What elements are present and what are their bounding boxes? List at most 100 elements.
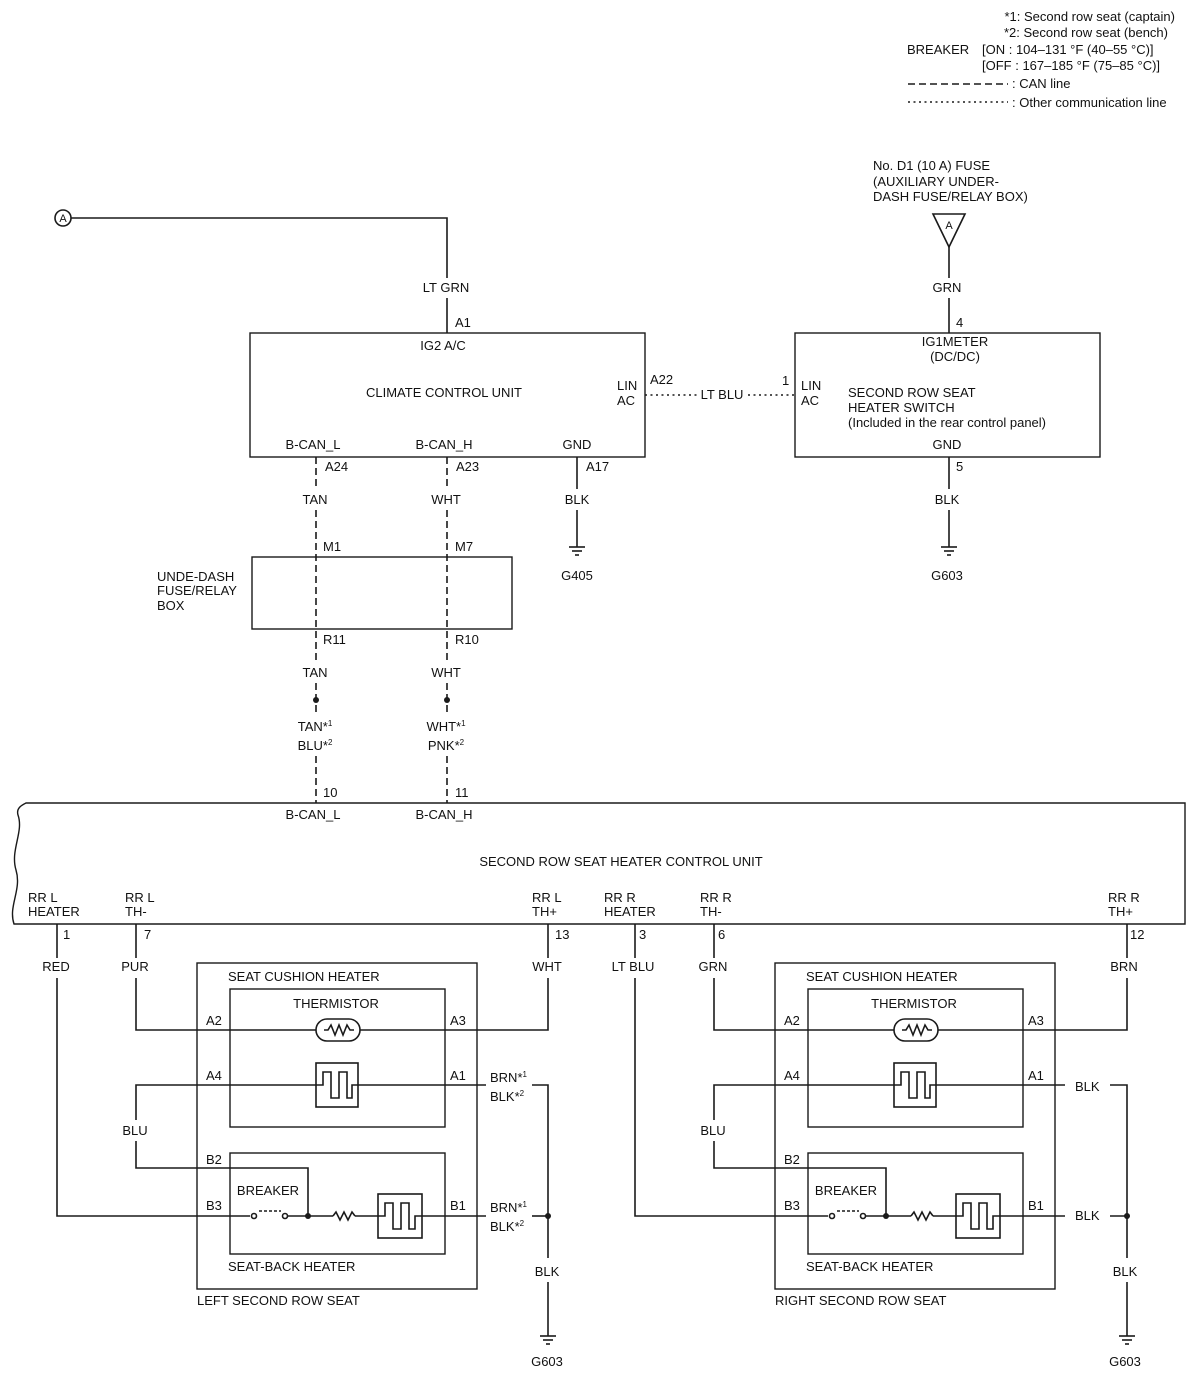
wire-color-label: PUR (121, 959, 148, 974)
left-pin-a4: A4 (206, 1068, 222, 1083)
right-seat: SEAT CUSHION HEATER THERMISTOR A2 A3 A4 … (634, 924, 1141, 1369)
right-cushion-heater-box (807, 988, 1024, 1128)
under-dash-box-line2: FUSE/RELAY (157, 583, 237, 598)
climate-ground-wire-label: BLK (565, 492, 590, 507)
left-thermistor-label: THERMISTOR (293, 996, 379, 1011)
terminal-rr-r-th-minus-line1: RR R (700, 890, 732, 905)
can-high-wire-captain-label: WHT*1 (426, 719, 466, 734)
right-ground-wire-label: BLK (1113, 1264, 1138, 1279)
terminal-rr-l-th-minus-line1: RR L (125, 890, 155, 905)
terminal-pin-label: 13 (555, 927, 569, 942)
pin-m1-label: M1 (323, 539, 341, 554)
resistor-icon (910, 1210, 934, 1222)
pin-a22-label: A22 (650, 372, 673, 387)
left-pin-a3: A3 (450, 1013, 466, 1028)
left-cushion-heater-label: SEAT CUSHION HEATER (228, 969, 380, 984)
left-pin-a2: A2 (206, 1013, 222, 1028)
can-low-wire-bench-label: BLU*2 (298, 738, 333, 753)
right-junction-dot (883, 1213, 889, 1219)
left-ground-label: G603 (531, 1354, 563, 1369)
seat-back-heater-element-icon (377, 1193, 423, 1239)
ground-icon (569, 541, 585, 556)
right-cushion-heater-label: SEAT CUSHION HEATER (806, 969, 958, 984)
terminal-rr-r-th-minus-line2: TH- (700, 904, 722, 919)
switch-lin-label: LIN (801, 378, 821, 393)
cushion-heater-element-icon (315, 1062, 359, 1108)
left-pin-a1: A1 (450, 1068, 466, 1083)
wire-lt-grn-upper (71, 217, 448, 278)
right-seat-name: RIGHT SECOND ROW SEAT (775, 1293, 946, 1308)
climate-unit-gnd-label: GND (563, 437, 592, 452)
ground-g405-label: G405 (561, 568, 593, 583)
heater-switch-box (794, 332, 1101, 458)
ground-icon (941, 541, 957, 556)
cushion-heater-element-icon (893, 1062, 937, 1108)
can-low-wire-captain-label: TAN*1 (298, 719, 333, 734)
legend-breaker-label: BREAKER (907, 42, 969, 57)
right-blu-wire-label: BLU (700, 1123, 725, 1138)
terminal-pin-label: 1 (63, 927, 70, 942)
switch-power-label: IG1METER (922, 334, 988, 349)
wire-lt-grn-label: LT GRN (423, 280, 469, 295)
right-pin-a4: A4 (784, 1068, 800, 1083)
left-pin-b3: B3 (206, 1198, 222, 1213)
legend-note-bench: *2: Second row seat (bench) (1004, 25, 1168, 40)
left-junction-dot (305, 1213, 311, 1219)
legend-other-line-label: : Other communication line (1012, 95, 1167, 110)
under-dash-box-line1: UNDE-DASH (157, 569, 234, 584)
right-ground-junction-dot (1124, 1213, 1130, 1219)
pin-a24-label: A24 (325, 459, 348, 474)
climate-unit-lin-label: LIN (617, 378, 637, 393)
right-a1-wire-label: BLK (1075, 1079, 1100, 1094)
ground-icon (1119, 1330, 1135, 1345)
wire-color-label: LT BLU (612, 959, 655, 974)
climate-unit-power-label: IG2 A/C (420, 338, 466, 353)
can-low-wire-top-label: TAN (302, 492, 327, 507)
legend: *1: Second row seat (captain) *2: Second… (907, 9, 1175, 110)
left-blu-wire-label: BLU (122, 1123, 147, 1138)
right-thermistor-label: THERMISTOR (871, 996, 957, 1011)
left-seat-name: LEFT SECOND ROW SEAT (197, 1293, 360, 1308)
left-cushion-heater-box (229, 988, 446, 1128)
left-seat: SEAT CUSHION HEATER THERMISTOR A2 A3 A4 … (56, 924, 563, 1369)
seat-unit-bcan-l-label: B-CAN_L (286, 807, 341, 822)
right-seat-back-heater-box (807, 1152, 1024, 1255)
right-seat-outer-box (774, 962, 1056, 1290)
fuse-name-line3: DASH FUSE/RELAY BOX) (873, 189, 1028, 204)
terminal-rr-r-th-plus-line1: RR R (1108, 890, 1140, 905)
terminal-rr-r-th-plus-line2: TH+ (1108, 904, 1133, 919)
right-b1-wire-label: BLK (1075, 1208, 1100, 1223)
terminal-rr-l-th-minus-line2: TH- (125, 904, 147, 919)
switch-name-line3: (Included in the rear control panel) (848, 415, 1046, 430)
left-seat-back-heater-label: SEAT-BACK HEATER (228, 1259, 355, 1274)
seat-back-heater-element-icon (955, 1193, 1001, 1239)
under-dash-box-line3: BOX (157, 598, 185, 613)
fuse-name-line2: (AUXILIARY UNDER- (873, 174, 999, 189)
pin-a17-label: A17 (586, 459, 609, 474)
pin-r10-label: R10 (455, 632, 479, 647)
left-a1-wire-bench: BLK*2 (490, 1089, 525, 1104)
ground-icon (540, 1330, 556, 1345)
terminal-rr-l-heater-line1: RR L (28, 890, 58, 905)
ground-g603-switch-label: G603 (931, 568, 963, 583)
left-b1-wire-captain: BRN*1 (490, 1200, 528, 1215)
right-ground-label: G603 (1109, 1354, 1141, 1369)
climate-unit-ac-label: AC (617, 393, 635, 408)
left-seat-back-heater-box (229, 1152, 446, 1255)
climate-unit-bcan-h-label: B-CAN_H (415, 437, 472, 452)
fuse-name-line1: No. D1 (10 A) FUSE (873, 158, 990, 173)
breaker-icon (250, 1210, 289, 1220)
switch-power-note: (DC/DC) (930, 349, 980, 364)
thermistor-icon (315, 1018, 361, 1042)
switch-ac-label: AC (801, 393, 819, 408)
left-b1-wire-bench: BLK*2 (490, 1219, 525, 1234)
pin-4-label: 4 (956, 315, 963, 330)
right-pin-b1: B1 (1028, 1198, 1044, 1213)
terminal-pin-label: 7 (144, 927, 151, 942)
pin-r11-label: R11 (323, 632, 346, 647)
right-seat-wires (634, 924, 1128, 1330)
right-breaker-label: BREAKER (815, 1183, 877, 1198)
left-pin-b2: B2 (206, 1152, 222, 1167)
left-seat-outer-box (196, 962, 478, 1290)
climate-unit-name: CLIMATE CONTROL UNIT (366, 385, 522, 400)
